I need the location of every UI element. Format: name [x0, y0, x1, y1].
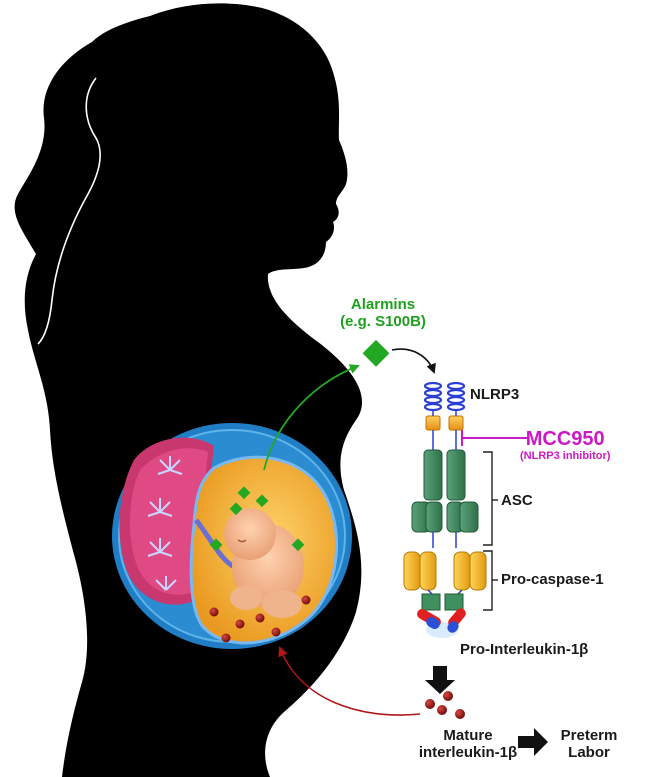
inhibition-marker	[461, 430, 528, 446]
woman-silhouette-icon	[14, 3, 362, 777]
alarmin-cluster	[209, 486, 305, 552]
mature-il1b-line2: interleukin-1β	[418, 743, 518, 761]
inhibitor-label: MCC950 (NLRP3 inhibitor)	[520, 428, 610, 463]
mature-il1b-line1: Mature	[443, 727, 493, 744]
alarmins-example: (e.g. S100B)	[340, 312, 426, 330]
pro-il1b-capsule-icon	[417, 608, 466, 638]
il1b-cluster	[209, 595, 311, 643]
uterus-illustration	[112, 423, 352, 649]
outcome-line2: Labor	[568, 743, 610, 761]
outcome-label: Preterm Labor	[554, 727, 624, 762]
alarmins-title: Alarmins	[350, 296, 416, 313]
pro-caspase-label: Pro-caspase-1	[501, 571, 604, 588]
outcome-arrow-icon	[518, 728, 548, 756]
inflammasome-icon	[403, 381, 487, 611]
nlrp3-label: NLRP3	[470, 386, 520, 403]
hair-outline-icon	[37, 77, 101, 345]
pro-il1b-label: Pro-Interleukin-1β	[460, 641, 589, 658]
il1b-molecule-icon	[425, 691, 465, 719]
domain-brackets	[483, 451, 498, 611]
inhibitor-desc: (NLRP3 inhibitor)	[520, 450, 611, 463]
alarmin-release-arrow	[263, 364, 360, 471]
alarmins-label: Alarmins (e.g. S100B)	[333, 296, 433, 331]
inhibitor-name: MCC950	[525, 428, 605, 450]
il1b-return-arrow	[278, 646, 421, 716]
alarmin-diamond-icon	[362, 339, 390, 367]
cleavage-arrow-icon	[425, 666, 455, 694]
fetus-icon	[224, 508, 304, 618]
asc-label: ASC	[501, 492, 533, 509]
alarmin-to-nlrp3-arrow	[391, 348, 436, 374]
outcome-line1: Preterm	[560, 727, 618, 744]
mature-il1b-label: Mature interleukin-1β	[418, 727, 518, 762]
